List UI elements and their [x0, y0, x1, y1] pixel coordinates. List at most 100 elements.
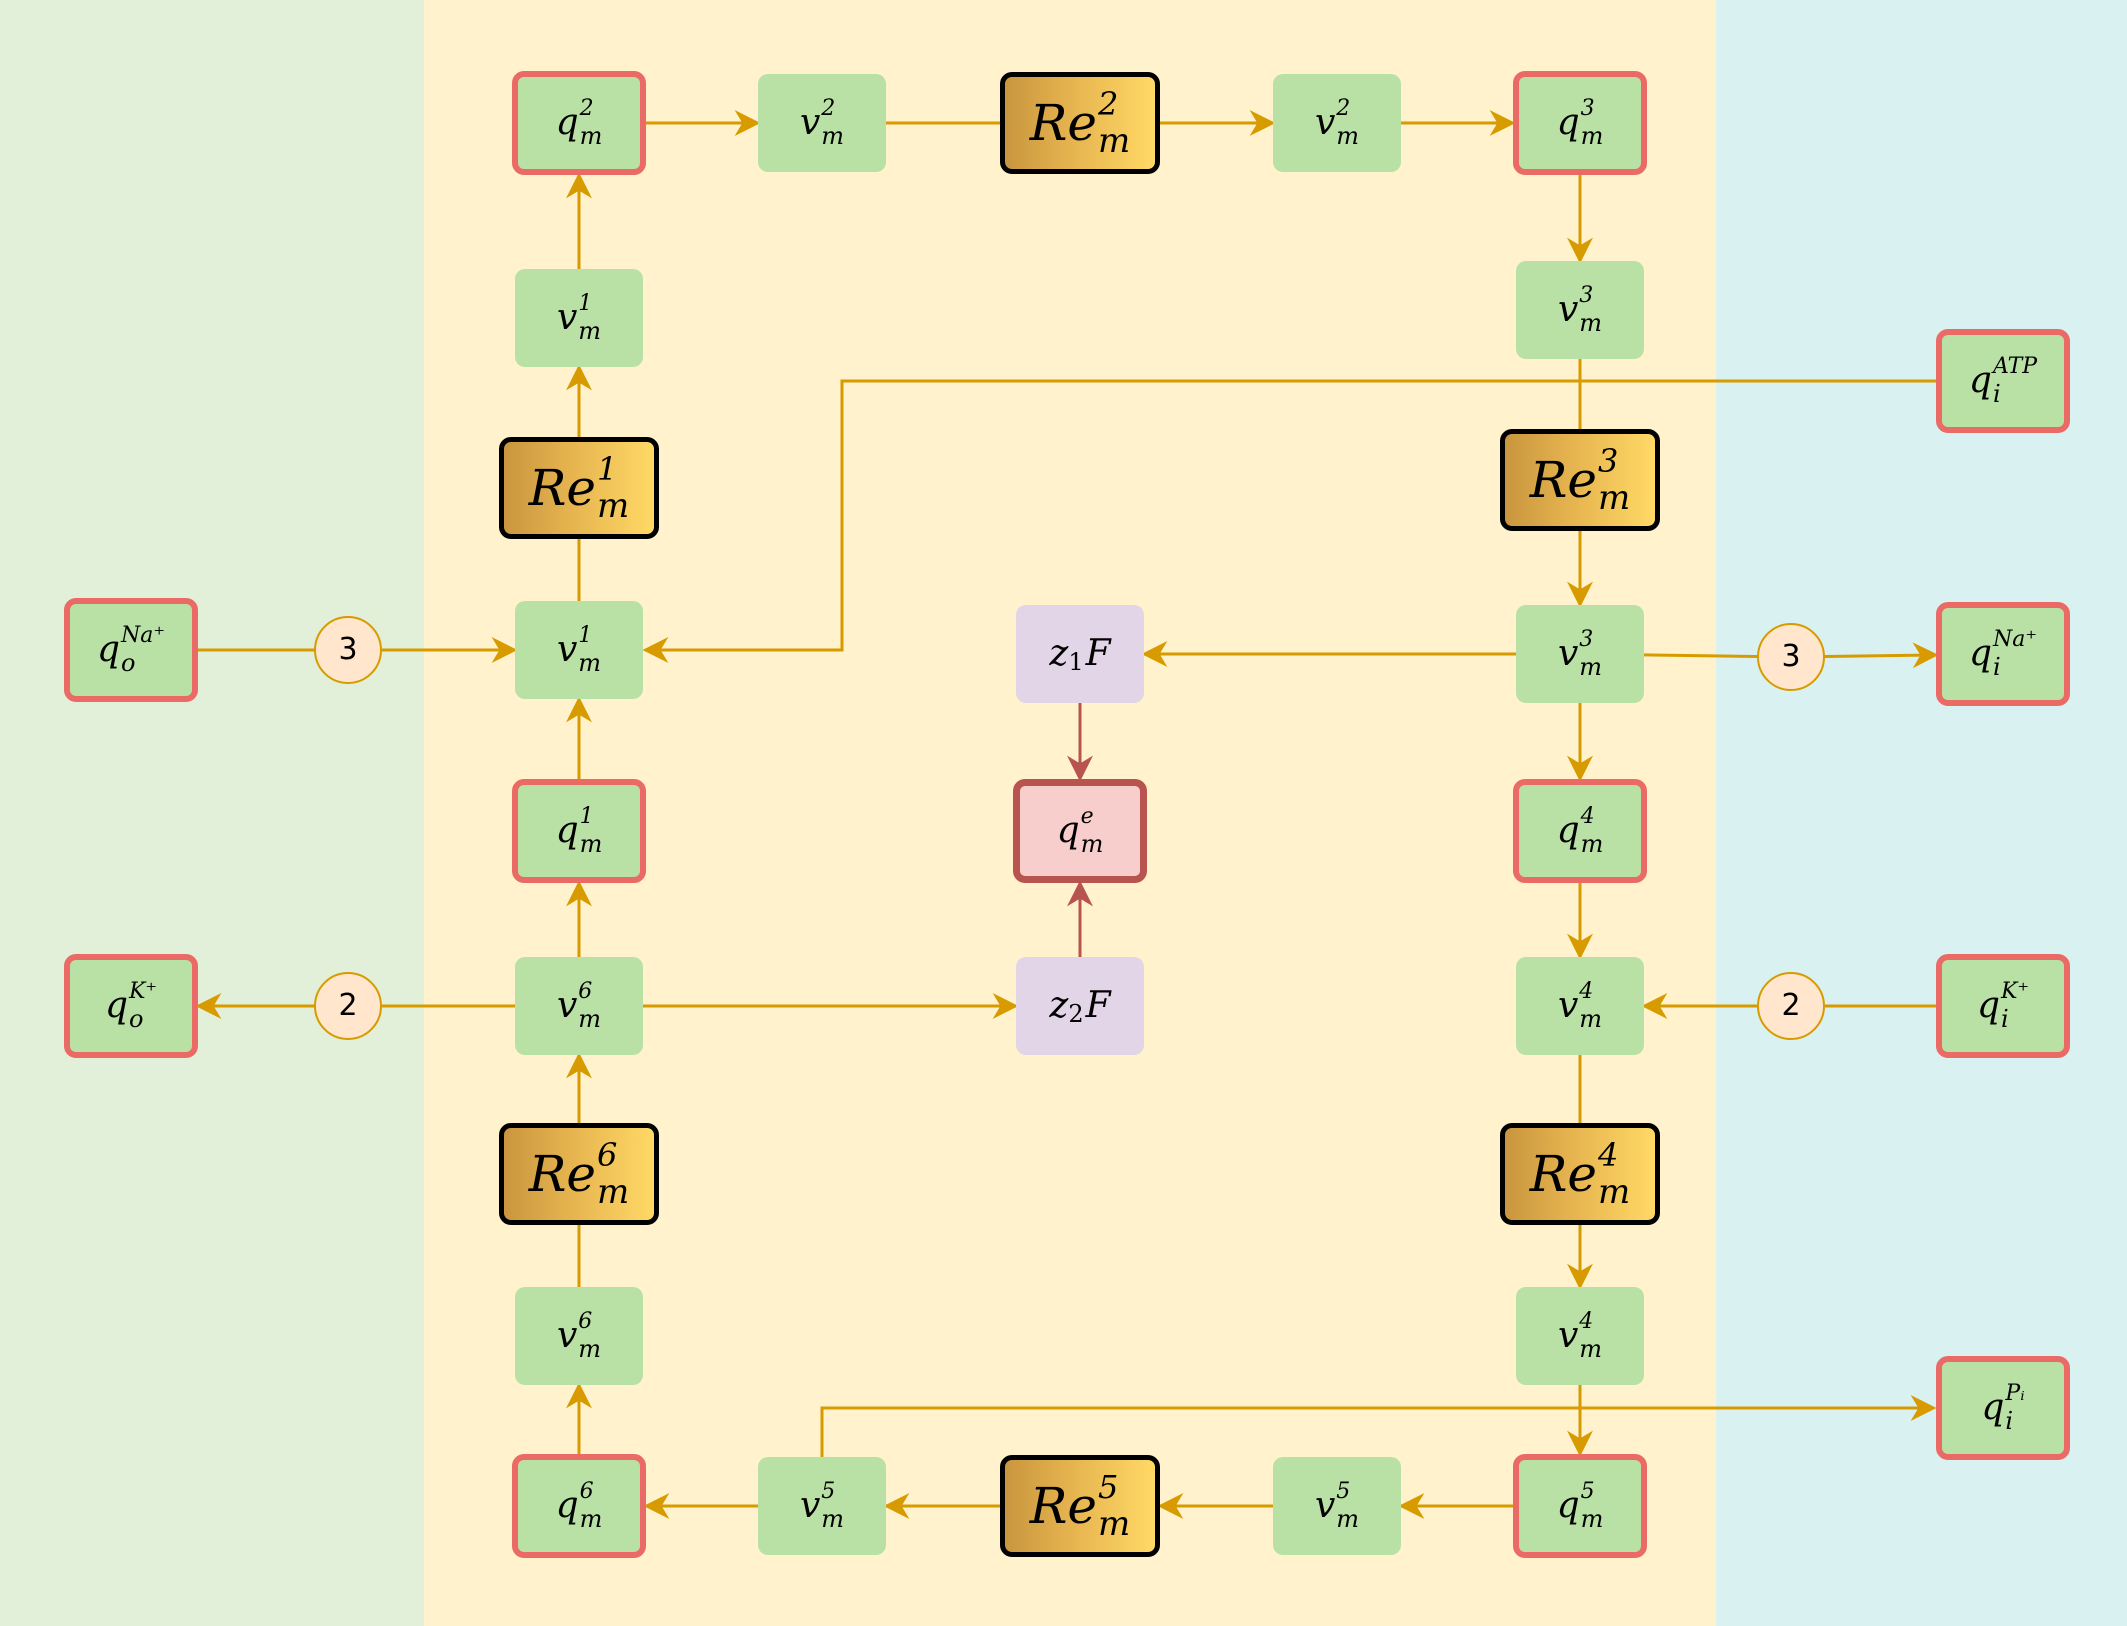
- label-subscript: m: [597, 1172, 630, 1212]
- edge-c3_right-to-qiNa: [1824, 642, 1939, 669]
- label-subscript: m: [579, 830, 603, 858]
- label-base: q: [1556, 1485, 1580, 1526]
- label-base: q: [555, 1485, 579, 1526]
- label-base: q: [1968, 633, 1993, 674]
- label-scripts: K⁺i: [2000, 981, 2029, 1033]
- node-c3_left: 3: [314, 616, 382, 684]
- label-base: q: [1968, 360, 1992, 401]
- node-c2_left: 2: [314, 972, 382, 1040]
- label-superscript: 6: [578, 979, 593, 1004]
- label-superscript: 3: [1579, 627, 1594, 652]
- label-subscript: m: [1579, 653, 1603, 681]
- label-subscript: m: [1579, 1335, 1603, 1363]
- label-subscript: m: [1098, 121, 1131, 161]
- label-subscript: m: [1098, 1504, 1131, 1544]
- label-superscript: 2: [821, 96, 836, 121]
- label-subscript: m: [1336, 122, 1360, 150]
- label-base: v: [556, 297, 578, 338]
- label-base: z: [1049, 985, 1069, 1026]
- edge-v5m_a-to-qiPi: [820, 1395, 1937, 1457]
- label-scripts: K⁺o: [129, 981, 157, 1032]
- label-superscript: 3: [1579, 283, 1594, 308]
- label-superscript: 2: [1336, 96, 1351, 121]
- label-tail: F: [1085, 633, 1111, 674]
- label-subscript: m: [597, 486, 630, 526]
- node-label: 3: [1781, 639, 1801, 674]
- node-label: 2: [338, 988, 358, 1023]
- label-subscript: m: [1598, 1172, 1631, 1212]
- label-superscript: 6: [597, 1136, 618, 1174]
- label-subscript: m: [821, 122, 845, 150]
- label-subscript: i: [2000, 1005, 2009, 1033]
- label-base: q: [1981, 1387, 2005, 1428]
- label-base: q: [555, 102, 579, 143]
- label-subscript: m: [1598, 478, 1631, 518]
- label-base: q: [1976, 985, 2000, 1026]
- label-subscript: m: [578, 649, 602, 677]
- node-label: 3: [338, 632, 358, 667]
- label-superscript: 4: [1579, 979, 1594, 1004]
- label-subscript: m: [578, 317, 602, 345]
- label-base: z: [1049, 633, 1069, 674]
- label-subscript: m: [1580, 1505, 1604, 1533]
- label-superscript: Na⁺: [121, 623, 166, 648]
- region-inside: [1716, 0, 2127, 1626]
- label-base: v: [1314, 102, 1336, 143]
- label-subscript: m: [579, 1505, 603, 1533]
- label-subscript: i: [1992, 380, 2001, 408]
- label-subscript: m: [579, 122, 603, 150]
- label-superscript: 3: [1580, 96, 1595, 121]
- label-base: q: [555, 810, 579, 851]
- label-base: v: [1557, 633, 1579, 674]
- label-subscript: i: [2005, 1407, 2014, 1435]
- label-superscript: ATP: [1992, 354, 2038, 379]
- label-base: v: [556, 985, 578, 1026]
- label-subscript: o: [121, 649, 136, 677]
- region-outside: [0, 0, 424, 1626]
- label-superscript: 3: [1598, 442, 1619, 480]
